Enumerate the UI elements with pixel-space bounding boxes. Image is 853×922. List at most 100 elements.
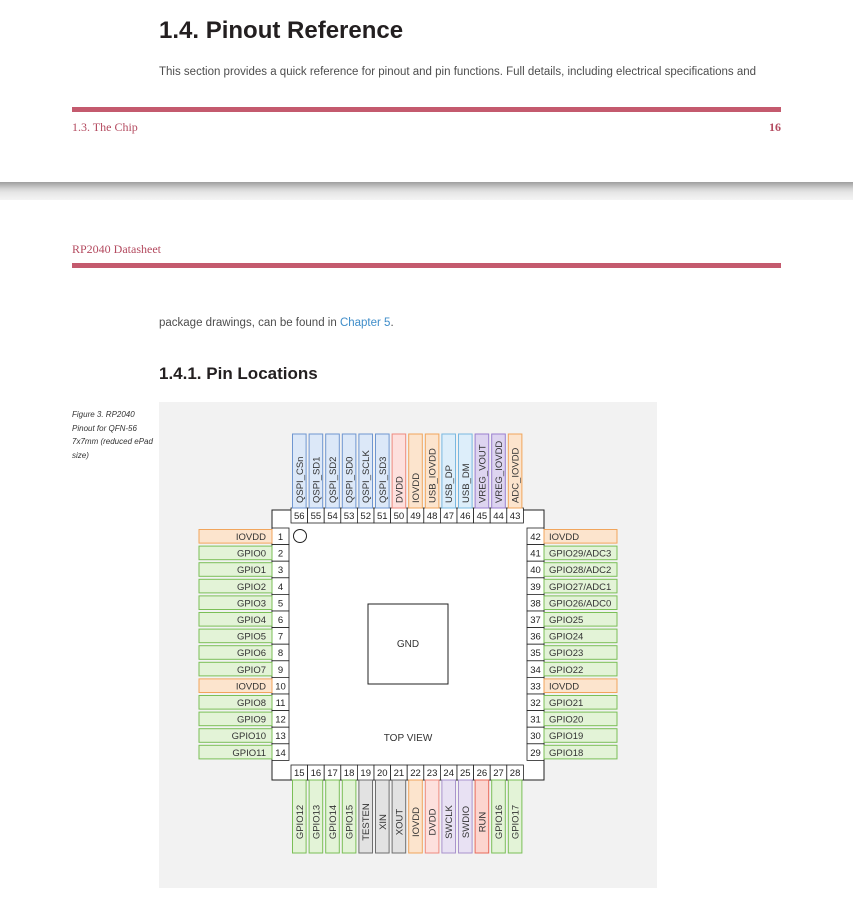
pin-number: 28 xyxy=(510,768,521,779)
pin-label: USB_DM xyxy=(461,463,472,503)
pin-label: GPIO29/ADC3 xyxy=(549,549,611,560)
pinout-diagram: GND TOP VIEW 1IOVDD2GPIO03GPIO14GPIO25GP… xyxy=(198,433,618,854)
pin-number: 22 xyxy=(410,768,421,779)
pin-label-box xyxy=(474,779,490,854)
pin-label-box xyxy=(198,529,273,544)
pin-label: GPIO5 xyxy=(237,632,266,643)
chapter-5-link[interactable]: Chapter 5 xyxy=(339,317,391,329)
pin-label: GPIO3 xyxy=(237,598,266,609)
pin-label-box xyxy=(507,433,523,509)
pin-number: 43 xyxy=(510,511,521,522)
pin-label-box xyxy=(358,779,373,854)
pin-label-box xyxy=(507,779,523,854)
pin-label-box xyxy=(308,779,324,854)
pin-number: 21 xyxy=(394,768,405,779)
pin-label: VREG_IOVDD xyxy=(494,441,505,503)
pin-number: 49 xyxy=(410,511,421,522)
pin-number: 33 xyxy=(530,681,541,692)
pin-number: 56 xyxy=(294,511,305,522)
pin-label-box xyxy=(308,433,324,509)
pin-number: 29 xyxy=(530,748,541,759)
pin-label: IOVDD xyxy=(411,473,422,503)
pin-number: 4 xyxy=(278,582,283,593)
pin-number: 55 xyxy=(311,511,322,522)
pin-label-box xyxy=(543,612,618,627)
pin-label-box xyxy=(491,779,506,854)
pin-number: 16 xyxy=(311,768,322,779)
pin-number: 5 xyxy=(278,598,283,609)
pin-label-box xyxy=(391,433,407,509)
pin-number: 9 xyxy=(278,665,283,676)
pin-number: 7 xyxy=(278,632,283,643)
page-separator xyxy=(0,182,853,200)
pin-label: GPIO9 xyxy=(237,715,266,726)
pin-number: 45 xyxy=(477,511,488,522)
pin-label: IOVDD xyxy=(549,532,579,543)
pin-label-box xyxy=(198,728,273,743)
pin-label-box xyxy=(408,433,423,509)
pin-number: 36 xyxy=(530,632,541,643)
pin-number: 19 xyxy=(360,768,371,779)
pin-label: GPIO16 xyxy=(494,805,505,839)
pin-number: 40 xyxy=(530,565,541,576)
pin-number: 30 xyxy=(530,731,541,742)
pin-label-box xyxy=(424,779,440,854)
pin-label-box xyxy=(358,433,373,509)
pin-number: 14 xyxy=(275,748,286,759)
continuation-paragraph: package drawings, can be found in Chapte… xyxy=(159,317,394,329)
pin-label: IOVDD xyxy=(236,681,266,692)
pin-label-box xyxy=(408,779,423,854)
pin-label-box xyxy=(292,779,307,854)
pin-label: GPIO19 xyxy=(549,731,583,742)
figure-caption: Figure 3. RP2040 Pinout for QFN-56 7x7mm… xyxy=(72,410,153,460)
pin-label-box xyxy=(292,433,307,509)
pin-label: QSPI_SD0 xyxy=(345,457,356,503)
pin-label: QSPI_CSn xyxy=(295,457,306,503)
pin-group: 1IOVDD2GPIO03GPIO14GPIO25GPIO36GPIO47GPI… xyxy=(198,433,618,854)
pin-label-box xyxy=(458,779,473,854)
pin-label-box xyxy=(543,545,618,561)
pin-number: 31 xyxy=(530,715,541,726)
pin-label: VREG_VOUT xyxy=(477,444,488,503)
pin-label: GPIO17 xyxy=(511,805,522,839)
pin-number: 27 xyxy=(493,768,504,779)
pin-label-box xyxy=(491,433,506,509)
pin-label-box xyxy=(543,711,618,727)
pin-number: 8 xyxy=(278,648,283,659)
pin-number: 34 xyxy=(530,665,541,676)
pin-number: 44 xyxy=(493,511,504,522)
pin-number: 1 xyxy=(278,532,283,543)
pin-label: USB_DP xyxy=(444,465,455,503)
continuation-end: . xyxy=(390,317,394,329)
pin-number: 20 xyxy=(377,768,388,779)
section-heading: 1.4. Pinout Reference xyxy=(159,17,404,44)
footer-section-link[interactable]: 1.3. The Chip xyxy=(72,120,138,134)
pin-label-box xyxy=(198,695,273,710)
pin-number: 10 xyxy=(275,681,286,692)
pin-label: GPIO21 xyxy=(549,698,583,709)
pin-label: GPIO4 xyxy=(237,615,266,626)
pin-number: 12 xyxy=(275,715,286,726)
pin-label-box xyxy=(543,695,618,710)
pin-label: GPIO0 xyxy=(237,549,266,560)
pin-label-box xyxy=(198,612,273,627)
pin-label: GPIO18 xyxy=(549,748,583,759)
pin-label-box xyxy=(341,433,357,509)
pin-label-box xyxy=(198,744,273,760)
pin1-marker xyxy=(293,529,307,543)
pin-number: 23 xyxy=(427,768,438,779)
pin-label: XIN xyxy=(378,814,389,830)
pin-label: GPIO25 xyxy=(549,615,583,626)
pin-label-box xyxy=(391,779,407,854)
pin-number: 26 xyxy=(477,768,488,779)
pin-locations-heading: 1.4.1. Pin Locations xyxy=(159,364,318,383)
pin-label-box xyxy=(198,628,273,644)
intro-paragraph: This section provides a quick reference … xyxy=(159,66,757,78)
pin-label: GPIO6 xyxy=(237,648,266,659)
pin-label: GPIO1 xyxy=(237,565,266,576)
pin-number: 47 xyxy=(443,511,454,522)
continuation-text: package drawings, can be found in xyxy=(159,317,340,329)
pin-label: GPIO14 xyxy=(328,805,339,839)
pin-label-box xyxy=(543,645,618,660)
